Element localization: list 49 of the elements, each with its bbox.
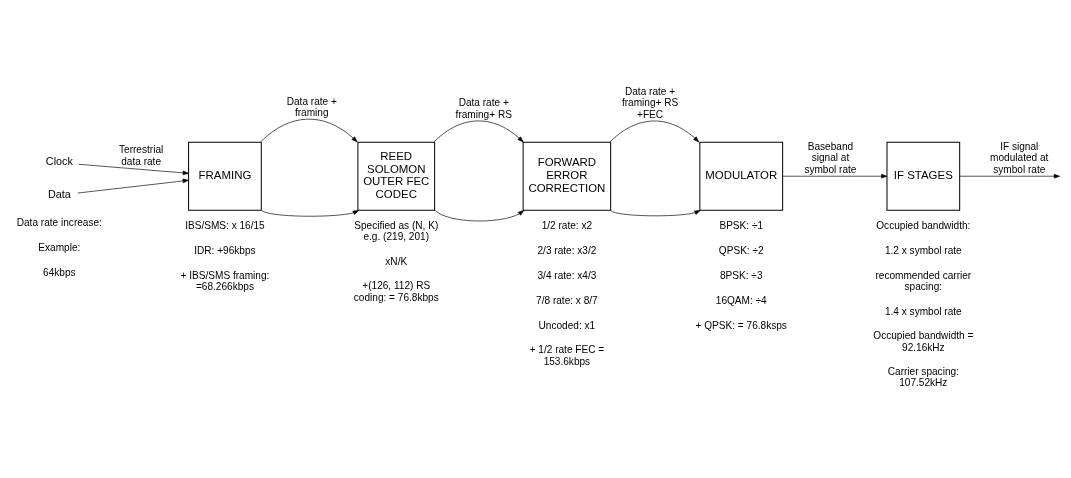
arrow xyxy=(959,173,1060,178)
arrow xyxy=(434,209,525,221)
edge-label: Baseband signal at symbol rate xyxy=(804,140,857,175)
label: Specified as (N, K) e.g. (219, 201) xyxy=(354,219,439,242)
label: xN/K xyxy=(385,255,408,267)
label: Occupied bandwidth: xyxy=(876,219,971,231)
label: 1.2 x symbol rate xyxy=(884,244,962,256)
arrow xyxy=(610,209,701,216)
label: 64kbps xyxy=(43,266,76,278)
label: + IBS/SMS framing: =68.266kbps xyxy=(180,269,270,292)
label: Occupied bandwidth = 92.16kHz xyxy=(873,329,974,353)
node-box: MODULATOR xyxy=(699,141,784,211)
label: IDR: +96kbps xyxy=(194,244,256,256)
node-box: IF STAGES xyxy=(886,141,961,211)
label: QPSK: ÷2 xyxy=(718,244,764,256)
label: 7/8 rate: x 8/7 xyxy=(536,294,598,306)
label: BPSK: ÷1 xyxy=(719,219,764,231)
label: + 1/2 rate FEC = 153.6kbps xyxy=(529,343,605,367)
label: IBS/SMS: x 16/15 xyxy=(185,219,265,231)
label: 1/2 rate: x2 xyxy=(541,219,593,231)
label: +(126, 112) RS coding: = 76.8kbps xyxy=(353,279,439,303)
arrow xyxy=(77,178,189,193)
label: Data rate increase: xyxy=(16,216,102,228)
label: Carrier spacing: 107.52kHz xyxy=(887,365,959,388)
label: 16QAM: ÷4 xyxy=(715,294,767,306)
arrow xyxy=(261,209,359,217)
node-box: FRAMING xyxy=(188,141,262,211)
edge-label: IF signal modulated at symbol rate xyxy=(990,140,1049,175)
label: + QPSK: = 76.8ksps xyxy=(695,319,787,331)
node-text: Clock xyxy=(45,154,73,167)
label: recommended carrier spacing: xyxy=(875,269,972,292)
arrow xyxy=(433,120,524,142)
edge-label: Terrestrial data rate xyxy=(119,143,164,167)
arrow xyxy=(78,163,189,175)
edge-label: Data rate + framing+ RS xyxy=(455,96,512,120)
node-text: Data xyxy=(47,187,71,200)
label: 2/3 rate: x3/2 xyxy=(537,244,597,256)
label: Uncoded: x1 xyxy=(538,319,596,331)
edge-label: Data rate + framing xyxy=(286,95,337,118)
node-box: FORWARD ERROR CORRECTION xyxy=(522,141,612,211)
node-box: REED SOLOMON OUTER FEC CODEC xyxy=(357,141,436,211)
label: Example: xyxy=(38,241,81,253)
edge-label: Data rate + framing+ RS +FEC xyxy=(621,85,679,120)
arrow xyxy=(609,120,700,142)
label: 8PSK: ÷3 xyxy=(719,269,763,281)
arrow xyxy=(782,173,888,178)
arrow xyxy=(260,118,358,142)
label: 1.4 x symbol rate xyxy=(884,305,962,317)
label: 3/4 rate: x4/3 xyxy=(537,269,597,281)
